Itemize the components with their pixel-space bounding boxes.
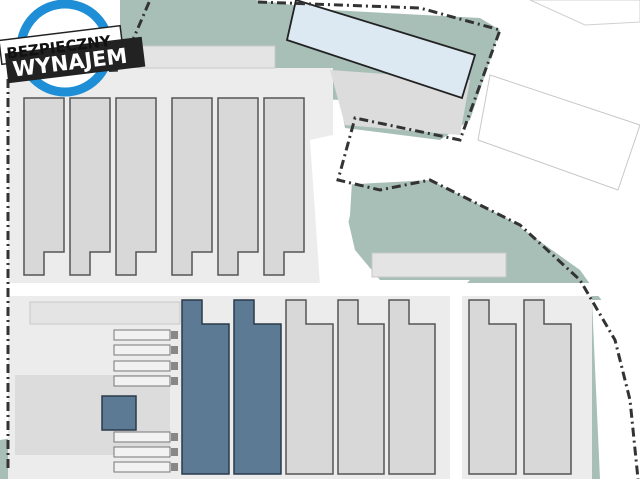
boundary-north-east bbox=[257, 0, 640, 479]
unit-north-corner bbox=[529, 0, 640, 26]
unit-s4 bbox=[337, 299, 385, 475]
parking-strips bbox=[29, 45, 507, 325]
unit-north-outline bbox=[477, 74, 640, 191]
road-vertical-middle bbox=[450, 290, 462, 479]
storage-boxes bbox=[113, 329, 171, 473]
storage-box-end bbox=[171, 346, 178, 354]
unit-n6 bbox=[263, 97, 305, 276]
parking-south-west bbox=[29, 301, 181, 325]
parking-middle-east bbox=[371, 252, 507, 278]
road-north-curve bbox=[310, 130, 355, 285]
unit-n3 bbox=[115, 97, 157, 276]
unit-n4 bbox=[171, 97, 213, 276]
road-horizontal-middle bbox=[0, 283, 640, 296]
storage-box bbox=[113, 375, 171, 387]
road-east bbox=[592, 300, 640, 479]
building-row-south bbox=[285, 299, 572, 475]
storage-box-end bbox=[171, 433, 178, 441]
unit-n2 bbox=[69, 97, 111, 276]
yard-platform bbox=[15, 375, 170, 455]
roads bbox=[0, 130, 640, 479]
storage-box bbox=[113, 431, 171, 443]
storage-box-ends bbox=[171, 331, 178, 471]
yard-south-west bbox=[15, 329, 178, 473]
storage-box-end bbox=[171, 448, 178, 456]
storage-box bbox=[113, 360, 171, 372]
unit-n5 bbox=[217, 97, 259, 276]
building-row-south-highlighted[interactable] bbox=[181, 299, 282, 475]
storage-box bbox=[113, 329, 171, 341]
unit-s5 bbox=[388, 299, 436, 475]
storage-box-end bbox=[171, 331, 178, 339]
storage-box bbox=[113, 344, 171, 356]
parking-north bbox=[139, 45, 276, 69]
storage-box-end bbox=[171, 463, 178, 471]
unit-s3 bbox=[285, 299, 334, 475]
building-north-glass bbox=[285, 0, 640, 191]
unit-s2-highlighted[interactable] bbox=[233, 299, 282, 475]
storage-box bbox=[113, 446, 171, 458]
boundary-north bbox=[6, 0, 152, 468]
building-row-north bbox=[23, 97, 305, 276]
unit-s6 bbox=[468, 299, 517, 475]
highlighted-kiosk bbox=[101, 395, 137, 431]
unit-n1 bbox=[23, 97, 65, 276]
property-boundary bbox=[6, 0, 640, 479]
storage-box bbox=[113, 461, 171, 473]
unit-glass-roof bbox=[285, 0, 477, 100]
unit-s1-highlighted[interactable] bbox=[181, 299, 230, 475]
safe-rental-badge: BEZPIECZNY WYNAJEM bbox=[0, 0, 146, 97]
storage-box-end bbox=[171, 362, 178, 370]
badge-line2-bg bbox=[4, 36, 146, 84]
storage-box-end bbox=[171, 377, 178, 385]
unit-s7 bbox=[523, 299, 572, 475]
